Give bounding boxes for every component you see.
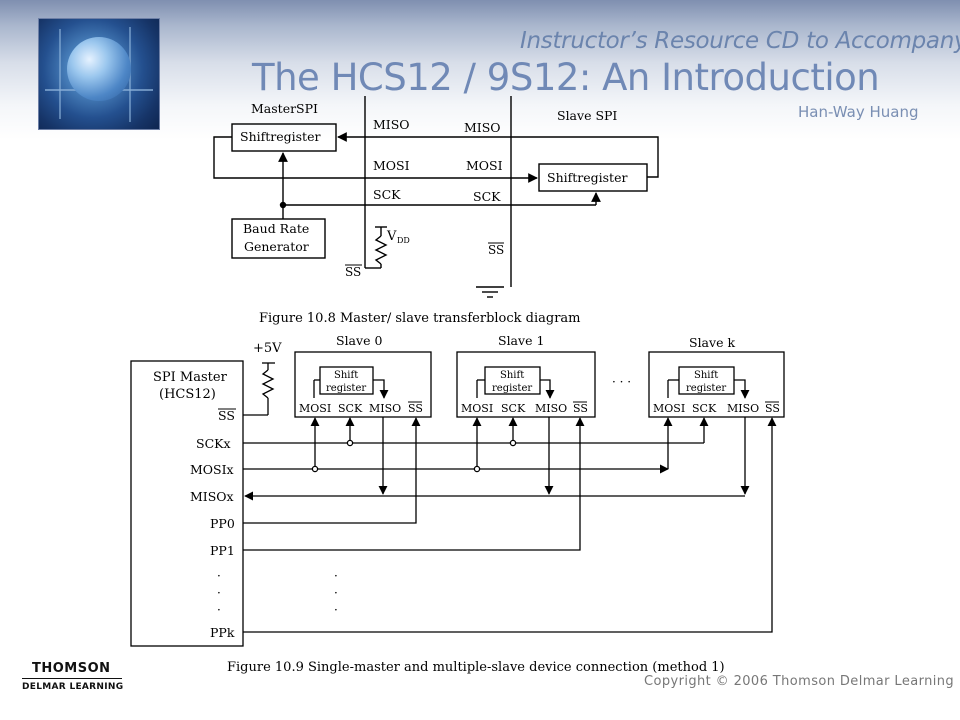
figure-10-9-caption: Figure 10.9 Single-master and multiple-s… — [227, 660, 725, 675]
header-background — [0, 0, 960, 140]
figure-10-8 — [213, 96, 659, 298]
svg-text:·: · — [334, 603, 338, 617]
pp0-line — [243, 417, 421, 524]
svg-text:MOSI: MOSI — [299, 402, 331, 415]
pin-ppk: PPk — [210, 625, 235, 640]
svg-text:Shift: Shift — [500, 370, 524, 381]
pin-sckx: SCKx — [196, 436, 231, 451]
slave-1-box — [456, 351, 596, 418]
sck-right-label: SCK — [473, 189, 501, 204]
plus5v-label: +5V — [253, 341, 282, 356]
pin-mosix: MOSIx — [190, 462, 234, 477]
svg-text:SCK: SCK — [338, 402, 363, 415]
publisher-logo-rule — [22, 678, 122, 679]
publisher-imprint: DELMAR LEARNING — [22, 682, 124, 692]
baud-rate-label-1: Baud Rate — [243, 221, 309, 236]
vertical-ellipsis-mid: · — [334, 569, 338, 583]
slave-k-label: Slave k — [689, 335, 735, 350]
svg-text:Shift: Shift — [334, 370, 358, 381]
svg-text:register: register — [492, 383, 532, 394]
vdd-subscript: DD — [397, 236, 410, 245]
svg-text:SS: SS — [408, 402, 423, 415]
svg-text:SS: SS — [765, 402, 780, 415]
master-ss-label: SS — [345, 265, 361, 279]
baud-rate-label-2: Generator — [244, 239, 309, 254]
copyright-notice: Copyright © 2006 Thomson Delmar Learning — [644, 674, 955, 689]
svg-text:MOSI: MOSI — [653, 402, 685, 415]
vdd-label: V — [386, 229, 397, 244]
svg-text:·: · — [217, 603, 221, 617]
svg-text:MOSI: MOSI — [461, 402, 493, 415]
slave-ss-label: SS — [488, 243, 504, 257]
spi-master-box — [130, 360, 244, 647]
slave-1-label: Slave 1 — [498, 333, 544, 348]
master-spi-label: MasterSPI — [251, 101, 318, 116]
mosi-left-label: MOSI — [373, 158, 410, 173]
ppk-line — [243, 417, 777, 633]
svg-text:SCK: SCK — [692, 402, 717, 415]
figure-10-9-labels: SPI Master (HCS12) +5V SS SCKx MOSIx MIS… — [153, 333, 780, 675]
pin-ss: SS — [218, 408, 235, 423]
pin-pp0: PP0 — [210, 516, 235, 531]
miso-left-label: MISO — [373, 117, 410, 132]
publisher-logo: THOMSON — [32, 661, 111, 676]
svg-text:·: · — [334, 586, 338, 600]
baud-rate-generator-box — [231, 218, 326, 259]
svg-text:·: · — [217, 586, 221, 600]
sck-left-label: SCK — [373, 187, 401, 202]
globe-logo-icon — [38, 18, 160, 130]
header-title: The HCS12 / 9S12: An Introduction — [252, 56, 880, 99]
pin-pp1: PP1 — [210, 543, 235, 558]
slave-k-box — [648, 351, 785, 418]
header-author: Han-Way Huang — [798, 103, 919, 121]
slave-0-box — [294, 351, 432, 418]
figure-10-9 — [130, 351, 785, 647]
svg-text:MISO: MISO — [535, 402, 567, 415]
pp1-line — [243, 417, 585, 551]
svg-text:SCK: SCK — [501, 402, 526, 415]
figure-10-8-labels: MasterSPI Shiftregister MISO MOSI SCK MI… — [240, 101, 627, 326]
spi-master-label-2: (HCS12) — [159, 387, 216, 402]
svg-text:register: register — [326, 383, 366, 394]
spi-master-label-1: SPI Master — [153, 370, 228, 385]
miso-line — [337, 132, 659, 178]
svg-text:MISO: MISO — [369, 402, 401, 415]
mosi-right-label: MOSI — [466, 158, 503, 173]
master-shift-register-label: Shiftregister — [240, 129, 320, 144]
slave-ellipsis: · · · — [612, 375, 631, 389]
svg-text:SS: SS — [573, 402, 588, 415]
pin-misox: MISOx — [190, 489, 234, 504]
vertical-ellipsis-left: · — [217, 569, 221, 583]
header-subtitle: Instructor’s Resource CD to Accompany — [520, 28, 960, 54]
svg-text:Shift: Shift — [694, 370, 718, 381]
slave-shift-register-label: Shiftregister — [547, 170, 627, 185]
svg-text:MISO: MISO — [727, 402, 759, 415]
slave-spi-label: Slave SPI — [557, 108, 617, 123]
svg-text:register: register — [686, 383, 726, 394]
mosi-line — [213, 136, 538, 183]
figure-10-8-caption: Figure 10.8 Master/ slave transferblock … — [259, 311, 581, 326]
miso-right-label: MISO — [464, 120, 501, 135]
slave-0-label: Slave 0 — [336, 333, 382, 348]
